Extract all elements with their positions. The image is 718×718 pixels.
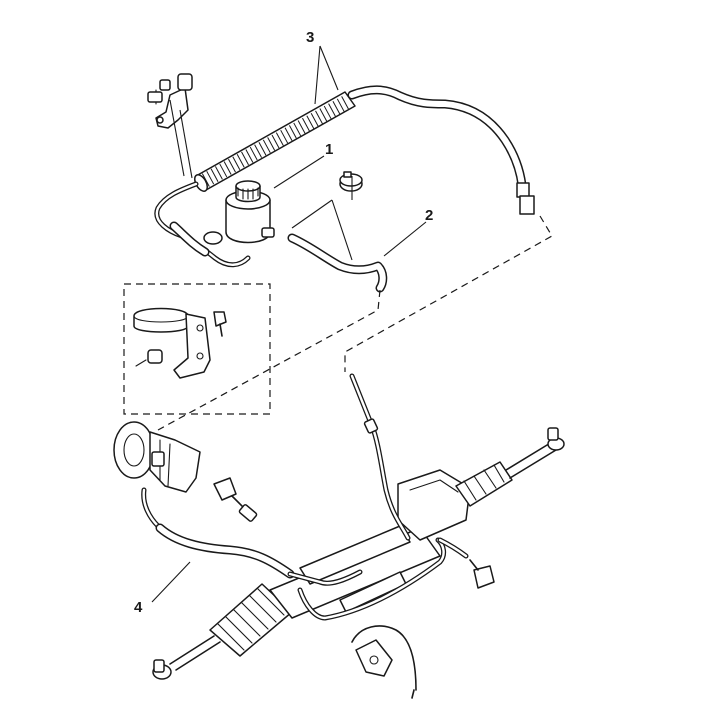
cooler-fin (336, 98, 345, 113)
cooler-fin (249, 146, 258, 161)
cooler-return-line (154, 85, 535, 268)
rubber-clip (177, 73, 193, 91)
rubber-bush (147, 349, 163, 364)
pressure-hose (141, 487, 295, 579)
cooler-fin (306, 115, 315, 129)
inset-bolt (213, 311, 227, 327)
cooler-fin (302, 117, 310, 132)
cooler-fin (223, 161, 232, 175)
right-rack-boot (455, 461, 513, 507)
steering-rack (152, 427, 565, 680)
cooler-fin (293, 122, 302, 137)
leader-3b (314, 45, 321, 105)
cooler-fin (210, 168, 219, 183)
clip-nut (159, 79, 171, 91)
mounting-bracket-top (147, 73, 193, 129)
rack-clamp-bracket (351, 625, 417, 699)
hose-end-connector-nut (519, 195, 535, 215)
leader-1 (273, 155, 325, 189)
cooler-fin (297, 120, 306, 134)
leader-3a (319, 45, 339, 91)
cooler-fin (310, 113, 319, 127)
steering-pump (113, 421, 201, 493)
cooler-fin (236, 154, 245, 168)
cooler-fin (315, 110, 323, 125)
feed-hose (287, 233, 388, 293)
pinion-housing (397, 469, 471, 541)
cooler-fin (206, 170, 215, 185)
leader-2b (291, 199, 333, 229)
rack-mount-bolt (469, 559, 495, 589)
cooler-fin (275, 132, 284, 146)
routing-line-left (157, 289, 381, 431)
finned-cooler-tube (194, 91, 356, 192)
right-tie-rod-end (547, 427, 565, 451)
cooler-fin (323, 105, 332, 120)
cooler-fin (262, 139, 271, 154)
pipe-fittings (213, 477, 258, 522)
hose-clamp-upper (339, 171, 363, 192)
cooler-fin (228, 158, 236, 173)
cooler-fin (232, 156, 241, 170)
cooler-fin (328, 103, 337, 117)
hose-clamp (203, 231, 223, 245)
cooler-fin (245, 149, 254, 163)
left-tie-rod-end (152, 659, 172, 680)
cooler-fin (254, 144, 263, 158)
fluid-reservoir (203, 180, 275, 245)
cooler-fin (288, 125, 297, 139)
cooler-fin (280, 129, 289, 144)
leader-4 (151, 561, 191, 603)
cooler-fin (267, 137, 276, 151)
leader-2a (383, 221, 427, 257)
rack-feed-pipes (287, 373, 469, 621)
bracket-bolt (147, 91, 163, 103)
detail-inset (123, 283, 271, 415)
cooler-fin (332, 100, 341, 115)
callout-4: 4 (134, 599, 143, 616)
cooler-fin (271, 134, 280, 149)
callout-2: 2 (425, 207, 433, 224)
callout-3: 3 (306, 29, 314, 46)
hose-end-connector (516, 182, 530, 198)
cooler-fin (219, 163, 228, 178)
leader-2c (331, 199, 353, 261)
leader-3c (169, 99, 185, 177)
cooler-fin (319, 108, 328, 122)
cooler-fin (284, 127, 293, 142)
reservoir-outlet (261, 227, 275, 238)
cooler-fin (258, 141, 267, 156)
cooler-fin (241, 151, 249, 166)
cooler-fin (341, 96, 350, 110)
cooler-fin (214, 166, 223, 180)
bush-pin (135, 359, 147, 367)
callout-1: 1 (325, 141, 333, 158)
leader-3d (179, 109, 193, 179)
routing-line-right (344, 215, 553, 372)
